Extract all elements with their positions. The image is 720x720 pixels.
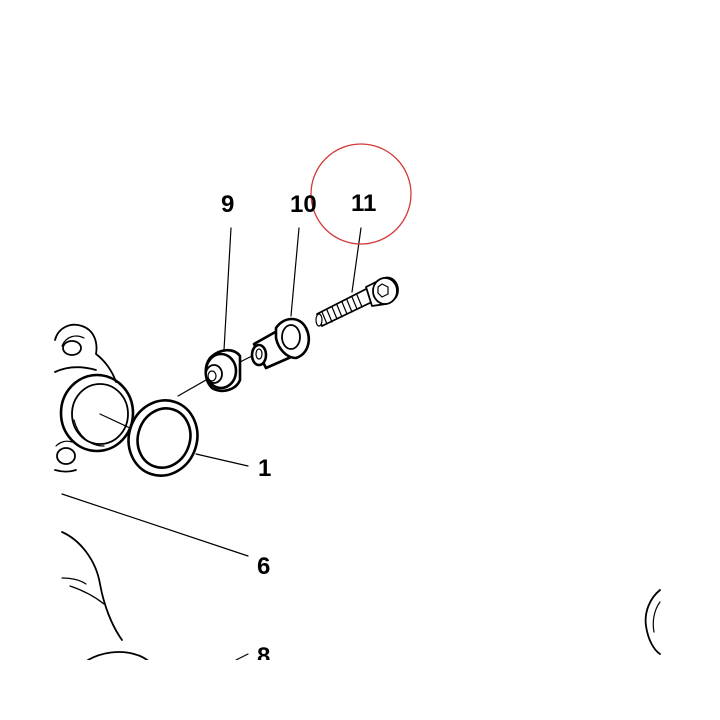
- callout-6: 6: [257, 553, 270, 580]
- callout-11: 11: [351, 190, 376, 217]
- callout-10: 10: [290, 191, 317, 218]
- assembly-axis: [99, 355, 253, 429]
- leader-line-1: [195, 453, 249, 467]
- leader-line-9: [223, 227, 232, 351]
- leader-line-8: [235, 653, 249, 661]
- housing-part: [54, 323, 135, 473]
- leader-line-10: [290, 227, 300, 317]
- callout-9: 9: [221, 191, 234, 218]
- callout-1: 1: [258, 455, 271, 482]
- cap-screw-part-11: [315, 276, 399, 327]
- right-edge-part: [644, 589, 661, 655]
- leader-line-6: [61, 493, 249, 557]
- lower-body-outline: [61, 531, 153, 665]
- bushing-part-9: [204, 348, 242, 393]
- bottom-crop-mask: [0, 660, 720, 720]
- seal-ring-part-1: [127, 399, 199, 477]
- sleeve-part-10: [250, 317, 310, 370]
- leader-lines: [61, 227, 362, 661]
- highlight-circle: [310, 143, 412, 245]
- leader-line-11: [351, 227, 362, 293]
